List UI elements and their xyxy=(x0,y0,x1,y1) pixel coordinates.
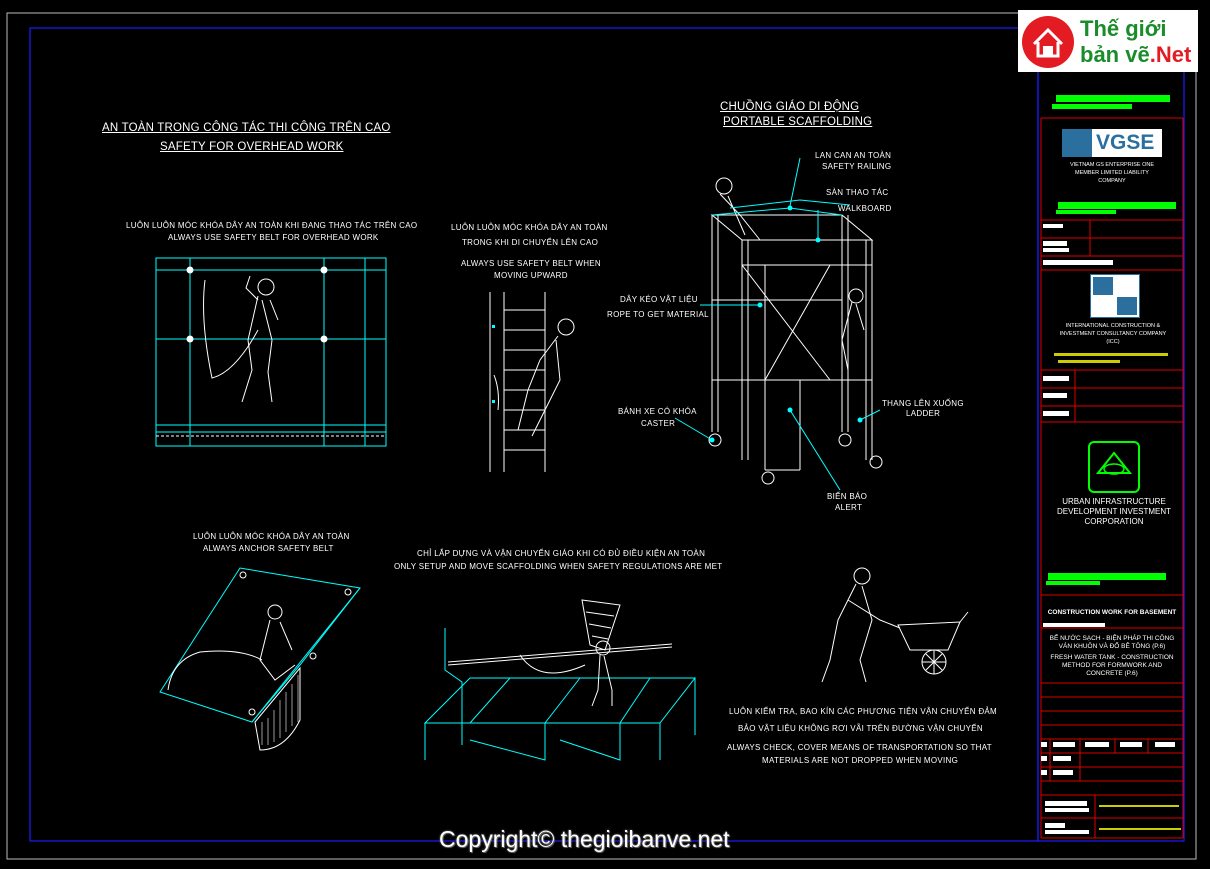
icc-company-text: INTERNATIONAL CONSTRUCTION & INVESTMENT … xyxy=(1059,323,1167,345)
tb-field-12 xyxy=(1120,742,1142,747)
note-check-en2: MATERIALS ARE NOT DROPPED WHEN MOVING xyxy=(762,756,959,765)
note-belt-en: ALWAYS USE SAFETY BELT FOR OVERHEAD WORK xyxy=(168,233,379,242)
tb-field-19 xyxy=(1045,808,1089,812)
green-bar-3 xyxy=(1058,202,1176,209)
logo-text-net: .Net xyxy=(1149,42,1192,67)
site-logo[interactable]: Thế giới bản vẽ.Net xyxy=(1018,10,1198,72)
tb-field-10 xyxy=(1053,742,1075,747)
tb-field-7 xyxy=(1043,411,1069,416)
tb-field-18 xyxy=(1045,801,1087,806)
green-bar-1 xyxy=(1056,95,1170,102)
tb-field-17 xyxy=(1053,770,1073,775)
label-ladder-en: LADDER xyxy=(906,409,941,418)
tb-field-20 xyxy=(1099,805,1179,807)
note-check-vi1: LUÔN KIỂM TRA, BAO KÍN CÁC PHƯƠNG TIỆN V… xyxy=(729,707,998,716)
note-check-vi2: BẢO VẬT LIỆU KHÔNG RƠI VÃI TRÊN ĐƯỜNG VẬ… xyxy=(738,724,983,733)
green-text-line-2 xyxy=(1058,360,1120,363)
tb-field-8 xyxy=(1043,623,1105,627)
tb-field-5 xyxy=(1043,376,1069,381)
label-ladder-vi: THANG LÊN XUỐNG xyxy=(882,399,964,408)
logo-text-line2: bản vẽ xyxy=(1080,42,1150,67)
note-belt-vi: LUÔN LUÔN MÓC KHÓA DÂY AN TOÀN KHI ĐANG … xyxy=(126,221,418,230)
label-railing-vi: LAN CAN AN TOÀN xyxy=(815,151,892,160)
note-upward-en1: ALWAYS USE SAFETY BELT WHEN xyxy=(461,259,601,268)
wheelbarrow-figure xyxy=(821,567,969,683)
green-text-line xyxy=(1054,353,1168,356)
green-bar-5 xyxy=(1048,573,1166,580)
label-caster-en: CASTER xyxy=(641,419,676,428)
udic-logo xyxy=(1088,441,1140,493)
tb-field-3 xyxy=(1043,248,1069,252)
tb-field-14 xyxy=(1041,756,1047,761)
vgse-company-text: VIETNAM GS ENTERPRISE ONE MEMBER LIMITED… xyxy=(1069,162,1155,184)
tb-field-22 xyxy=(1045,830,1089,834)
sheet-title-en: FRESH WATER TANK - CONSTRUCTION METHOD F… xyxy=(1050,654,1174,677)
vgse-logo-text: VGSE xyxy=(1096,131,1155,154)
label-railing-en: SAFETY RAILING xyxy=(822,162,892,171)
note-upward-en2: MOVING UPWARD xyxy=(494,271,568,280)
label-walkboard-en: WALKBOARD xyxy=(838,204,892,213)
left-title-vi: AN TOÀN TRONG CÔNG TÁC THI CÔNG TRÊN CAO xyxy=(102,122,391,134)
label-alert-vi: BIỂN BÁO xyxy=(827,492,868,501)
scaffold-figure xyxy=(708,177,883,485)
tb-field-2 xyxy=(1043,241,1067,246)
tb-field-13 xyxy=(1155,742,1175,747)
moving-scaffold-figure xyxy=(423,628,697,761)
house-icon xyxy=(1022,16,1074,68)
tb-field-6 xyxy=(1043,393,1067,398)
note-setup-en: ONLY SETUP AND MOVE SCAFFOLDING WHEN SAF… xyxy=(394,562,723,571)
overhead-work-figure xyxy=(155,257,387,447)
note-anchor-en: ALWAYS ANCHOR SAFETY BELT xyxy=(203,544,334,553)
left-title-en: SAFETY FOR OVERHEAD WORK xyxy=(160,141,344,153)
green-bar-6 xyxy=(1046,581,1100,585)
tb-field-21 xyxy=(1045,823,1065,828)
label-caster-vi: BÁNH XE CÓ KHÓA xyxy=(618,407,697,416)
tb-field-11 xyxy=(1085,742,1109,747)
note-upward-vi2: TRONG KHI DI CHUYỂN LÊN CAO xyxy=(462,238,599,247)
tb-field-15 xyxy=(1053,756,1071,761)
label-alert-en: ALERT xyxy=(835,503,863,512)
anchor-figure xyxy=(159,567,361,723)
udic-company-text: URBAN INFRASTRUCTURE DEVELOPMENT INVESTM… xyxy=(1056,497,1172,526)
label-rope-en: ROPE TO GET MATERIAL xyxy=(607,310,709,319)
logo-text-line1: Thế giới xyxy=(1080,16,1167,41)
copyright-watermark: Copyright© thegioibanve.net xyxy=(439,826,730,852)
tb-field-9 xyxy=(1041,742,1047,747)
sheet-title-vi: BỂ NƯỚC SẠCH - BIỆN PHÁP THI CÔNG VÁN KH… xyxy=(1049,635,1175,650)
note-anchor-vi: LUÔN LUÔN MÓC KHÓA DÂY AN TOÀN xyxy=(193,532,350,541)
label-rope-vi: DÂY KÉO VẬT LIỆU xyxy=(620,295,698,304)
tb-field-23 xyxy=(1099,828,1181,830)
tb-field-16 xyxy=(1041,770,1047,775)
scaffold-title-vi: CHUỒNG GIÁO DI ĐỘNG xyxy=(720,101,860,113)
tb-field-1 xyxy=(1043,224,1063,228)
label-walkboard-vi: SÀN THAO TÁC xyxy=(826,188,889,197)
scaffold-title-en: PORTABLE SCAFFOLDING xyxy=(723,116,873,128)
green-bar-4 xyxy=(1056,210,1116,214)
note-setup-vi: CHỈ LẮP DỰNG VÀ VẬN CHUYỂN GIÁO KHI CÓ Đ… xyxy=(417,549,706,558)
green-bar-2 xyxy=(1052,104,1132,109)
note-upward-vi1: LUÔN LUÔN MÓC KHÓA DÂY AN TOÀN xyxy=(451,223,608,232)
project-name: CONSTRUCTION WORK FOR BASEMENT xyxy=(1047,609,1177,616)
note-check-en1: ALWAYS CHECK, COVER MEANS OF TRANSPORTAT… xyxy=(727,743,992,752)
vgse-logo: VGSE xyxy=(1062,129,1162,157)
icc-logo xyxy=(1090,274,1140,318)
tb-field-4 xyxy=(1043,260,1113,265)
ladder-figure xyxy=(489,292,575,472)
